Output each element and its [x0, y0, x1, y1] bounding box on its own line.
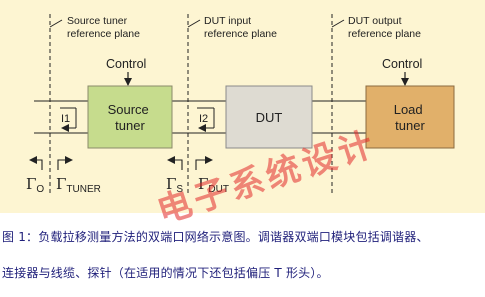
load-control-label: Control — [382, 57, 422, 71]
gamma-tuner-sub: TUNER — [66, 184, 100, 195]
source-control-label: Control — [106, 57, 146, 71]
gamma-o-symbol: Γ — [26, 175, 36, 193]
dut-output-plane-leader — [331, 19, 345, 28]
dut-block — [225, 85, 313, 149]
dut-label: DUT — [256, 110, 283, 125]
svg-text:Load tuner: Load tuner — [394, 102, 427, 133]
svg-text:Source tuner: Source tuner — [108, 102, 153, 133]
load-tuner-block — [365, 85, 455, 149]
svg-text:ΓO: ΓO — [26, 175, 44, 195]
caption-line-2: 连接器与线缆、探针（在适用的情况下还包括偏压 T 形头）。 — [2, 266, 329, 280]
source-tuner-block — [87, 85, 173, 149]
port-1-label: I1 — [61, 113, 70, 125]
caption-line-1: 图 1：负载拉移测量方法的双端口网络示意图。调谐器双端口模块包括调谐器、 — [2, 230, 429, 244]
gamma-tuner-symbol: Γ — [56, 175, 66, 193]
gamma-s-arrow — [167, 156, 183, 170]
port-1-loop — [60, 107, 77, 132]
source-plane-label-2: reference plane — [67, 28, 140, 40]
diagram-panel: Source tuner reference plane DUT input r… — [0, 0, 485, 213]
svg-text:ΓS: ΓS — [166, 175, 183, 195]
dut-output-plane-label-2: reference plane — [348, 28, 421, 40]
gamma-dut-arrow — [195, 156, 213, 170]
svg-text:DUT output reference pla: DUT output reference plane — [348, 15, 421, 40]
gamma-s-symbol: Γ — [166, 175, 176, 193]
gamma-dut-symbol: Γ — [198, 175, 208, 193]
port-2-label: I2 — [199, 113, 208, 125]
source-tuner-label-2: tuner — [115, 118, 145, 133]
gamma-o-sub: O — [36, 184, 44, 195]
svg-text:ΓDUT: ΓDUT — [198, 175, 229, 195]
port-2-loop — [197, 107, 215, 132]
dut-input-plane-label-2: reference plane — [204, 28, 277, 40]
svg-text:DUT input reference plan: DUT input reference plane — [204, 15, 277, 40]
svg-text:Source tuner reference p: Source tuner reference plane — [67, 15, 140, 40]
dut-output-plane-label-1: DUT output — [348, 15, 402, 27]
load-tuner-label-2: tuner — [395, 118, 425, 133]
source-plane-label-1: Source tuner — [67, 15, 128, 27]
svg-text:ΓTUNER: ΓTUNER — [56, 175, 101, 195]
source-tuner-label-1: Source — [108, 102, 149, 117]
load-tuner-label-1: Load — [394, 102, 423, 117]
dut-input-plane-leader — [187, 19, 201, 28]
gamma-tuner-arrow — [57, 156, 73, 170]
network-diagram: Source tuner reference plane DUT input r… — [26, 14, 455, 196]
source-plane-leader — [49, 19, 63, 28]
gamma-s-sub: S — [176, 184, 183, 195]
gamma-dut-sub: DUT — [208, 184, 229, 195]
transmission-lines — [34, 100, 366, 134]
gamma-o-arrow — [29, 156, 43, 170]
dut-input-plane-label-1: DUT input — [204, 15, 251, 27]
